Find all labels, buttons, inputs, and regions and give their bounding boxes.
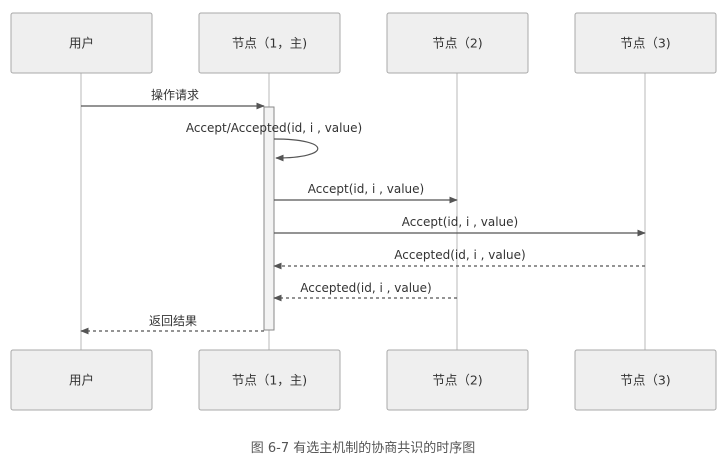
message-label: 返回结果 <box>149 314 197 328</box>
message-return-result: 返回结果 <box>80 314 264 335</box>
message-accept-node-2: Accept(id, i , value) <box>274 182 458 204</box>
participant-user-bottom: 用户 <box>10 349 153 411</box>
message-accept-node-3: Accept(id, i , value) <box>274 215 646 237</box>
message-label: Accepted(id, i , value) <box>300 281 431 295</box>
message-accepted-from-node-2: Accepted(id, i , value) <box>273 281 457 302</box>
message-self-accept: Accept/Accepted(id, i , value) <box>186 121 362 162</box>
participant-label: 节点（2) <box>432 373 482 388</box>
participant-user-top: 用户 <box>10 12 153 74</box>
participant-label: 节点（2) <box>432 36 482 51</box>
message-accepted-from-node-3: Accepted(id, i , value) <box>273 248 645 270</box>
participant-node-2-top: 节点（2) <box>386 12 529 74</box>
message-label: Accept(id, i , value) <box>402 215 518 229</box>
message-request: 操作请求 <box>81 87 265 110</box>
participant-node-1-bottom: 节点（1，主) <box>198 349 341 411</box>
participant-label: 用户 <box>69 373 94 388</box>
message-label: 操作请求 <box>151 87 199 102</box>
participant-label: 节点（1，主) <box>232 36 307 51</box>
participant-label: 节点（3) <box>620 36 670 51</box>
participant-label: 节点（3) <box>620 373 670 388</box>
participant-node-3-top: 节点（3) <box>574 12 717 74</box>
message-label: Accept(id, i , value) <box>308 182 424 196</box>
message-label: Accept/Accepted(id, i , value) <box>186 121 362 135</box>
participant-node-1-top: 节点（1，主) <box>198 12 341 74</box>
message-label: Accepted(id, i , value) <box>394 248 525 262</box>
participant-label: 用户 <box>69 36 94 51</box>
participant-node-3-bottom: 节点（3) <box>574 349 717 411</box>
activation-node-1 <box>263 106 275 331</box>
figure-caption: 图 6-7 有选主机制的协商共识的时序图 <box>251 440 476 456</box>
participant-node-2-bottom: 节点（2) <box>386 349 529 411</box>
participant-label: 节点（1，主) <box>232 373 307 388</box>
